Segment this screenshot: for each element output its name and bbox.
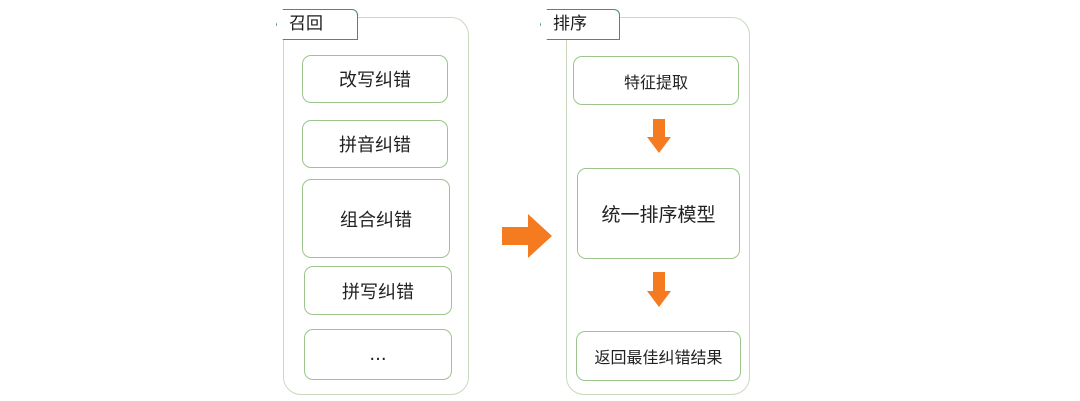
recall-item-pinyin: 拼音纠错	[302, 120, 448, 168]
rank-step-best-result: 返回最佳纠错结果	[576, 331, 741, 381]
down-arrow-shape	[647, 119, 671, 153]
rank-step-label: 返回最佳纠错结果	[594, 348, 723, 367]
rank-title: 排序	[540, 9, 620, 40]
recall-item-label: 改写纠错	[339, 70, 411, 91]
recall-item-label: 组合纠错	[340, 209, 412, 231]
recall-item-label: 拼音纠错	[339, 135, 411, 156]
down-arrow-shape	[647, 272, 671, 307]
recall-item-label: 拼写纠错	[342, 281, 414, 303]
recall-item-more: ...	[304, 329, 452, 380]
down-arrow-icon	[647, 119, 671, 153]
recall-title: 召回	[276, 9, 358, 40]
right-arrow-shape	[502, 214, 552, 258]
rank-step-feature-extraction: 特征提取	[573, 56, 739, 105]
right-arrow-icon	[502, 214, 552, 258]
rank-step-unified-ranking-model: 统一排序模型	[577, 168, 740, 259]
rank-title-text: 排序	[553, 14, 587, 34]
rank-step-label: 特征提取	[623, 72, 688, 92]
rank-step-label: 统一排序模型	[601, 204, 716, 226]
recall-item-combined: 组合纠错	[302, 179, 450, 258]
down-arrow-icon	[647, 272, 671, 307]
recall-title-text: 召回	[289, 14, 323, 34]
recall-item-spelling: 拼写纠错	[304, 266, 452, 315]
recall-item-label: ...	[369, 344, 387, 365]
recall-item-rewrite: 改写纠错	[302, 55, 448, 103]
